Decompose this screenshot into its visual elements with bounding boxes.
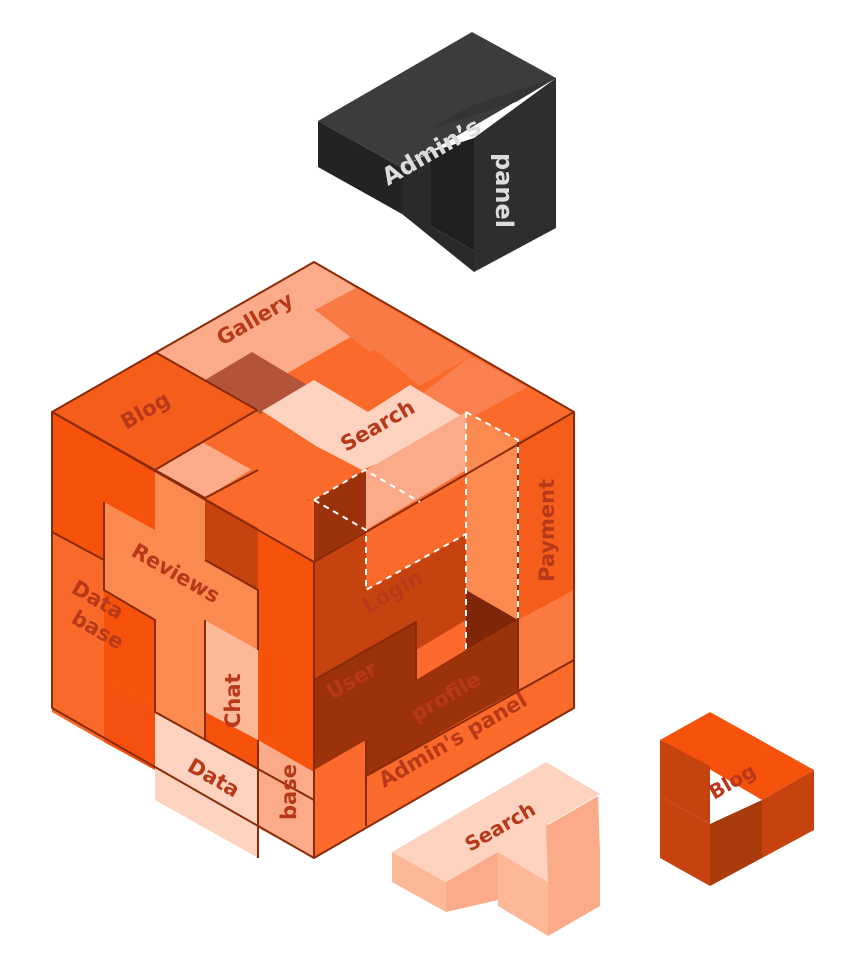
payment-hollow	[466, 412, 518, 650]
chat-strip	[205, 620, 258, 740]
search-piece-front-left	[392, 852, 446, 912]
dark-piece-side	[474, 78, 556, 272]
top-mid-orange	[205, 466, 310, 528]
dark-piece-inner	[431, 138, 474, 251]
blog-piece-front-right	[710, 800, 762, 886]
search-piece-front-mid	[446, 852, 498, 912]
piece-edges	[51, 261, 575, 859]
payment-label: Payment	[535, 479, 559, 582]
missing-piece-outline	[313, 411, 519, 650]
dark-piece-bottom-leg-top	[431, 78, 556, 129]
dark-piece-front	[318, 121, 402, 214]
reviews-piece-left	[104, 470, 258, 740]
blog-piece-top	[660, 712, 814, 800]
top-right-orange-block-2	[356, 325, 471, 386]
search-piece-corner	[546, 796, 600, 882]
dark-piece-top	[318, 32, 556, 168]
chat-label: Chat	[221, 673, 245, 728]
admins-panel-dark-piece: Admin’s panel	[318, 32, 556, 272]
dark-piece-leg-front	[402, 152, 474, 272]
blog-piece-front	[660, 796, 710, 886]
database-bottom-right	[258, 740, 314, 858]
main-cube: Gallery Blog Search Payment Reviews Data…	[51, 261, 575, 859]
left-bottom-dark-notch	[104, 680, 155, 770]
payment-hollow-shade	[466, 590, 518, 650]
gallery-dark-cell	[205, 352, 307, 414]
payment-piece	[518, 412, 574, 620]
blog-piece-side	[762, 770, 814, 858]
gallery-piece-top	[155, 262, 356, 388]
top-corner-block	[419, 356, 527, 421]
loose-search-piece: Search	[392, 762, 600, 936]
panel-dark-label: panel	[490, 153, 518, 228]
admins-panel-piece	[366, 660, 574, 826]
search-hollow-orange	[366, 470, 466, 590]
search-piece-side	[548, 852, 600, 936]
user-profile-piece	[314, 620, 518, 776]
database-bottom-left	[155, 712, 258, 858]
search-piece-front-leg	[498, 852, 548, 936]
right-lower-right-block	[518, 590, 574, 690]
base-bottom-label: base	[277, 764, 301, 820]
loose-blog-piece: Blog	[660, 712, 814, 886]
